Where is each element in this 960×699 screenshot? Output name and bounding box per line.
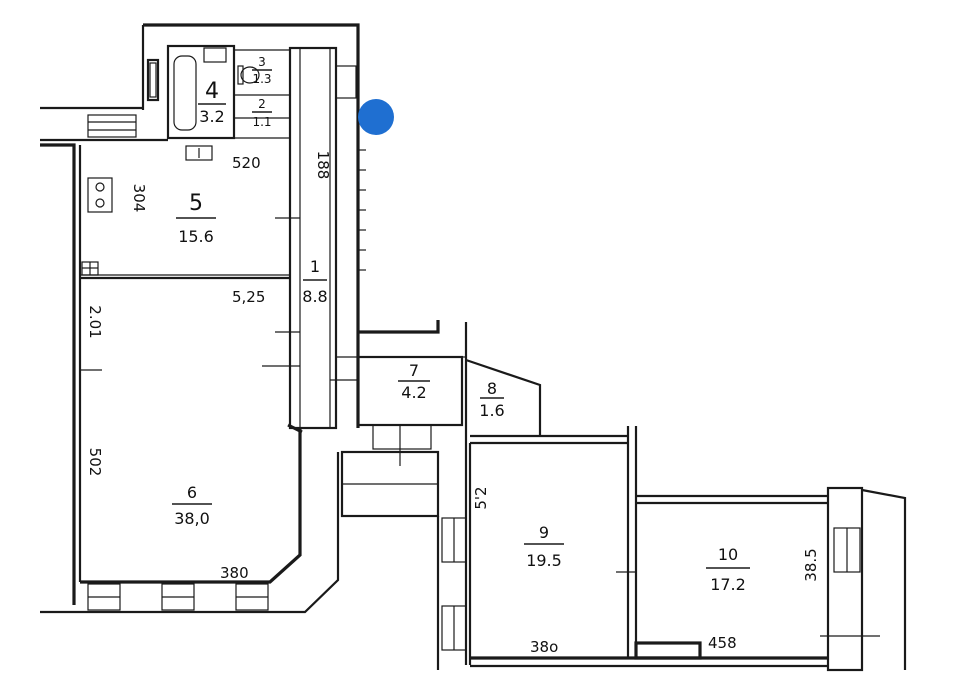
room-number: 10	[718, 545, 738, 564]
room-number: 4	[205, 79, 219, 104]
room-area: 1.3	[252, 72, 271, 86]
room-area: 19.5	[526, 551, 562, 570]
dimension-label: 502	[86, 448, 104, 477]
room-area: 3.2	[199, 107, 224, 126]
room-label-5: 5 15.6	[176, 191, 216, 246]
dimension-label: 458	[708, 634, 737, 652]
room-area: 15.6	[178, 227, 214, 246]
dimension-label: 5,25	[232, 288, 265, 306]
room-label-8: 8 1.6	[479, 379, 504, 420]
room-number: 6	[187, 483, 197, 502]
room-number: 1	[310, 257, 320, 276]
room-area: 8.8	[302, 287, 327, 306]
room-area: 4.2	[401, 383, 426, 402]
dimension-label: 38o	[530, 638, 558, 656]
room-label-7: 7 4.2	[398, 361, 430, 402]
room-area: 1.6	[479, 401, 504, 420]
room-area: 38,0	[174, 509, 210, 528]
room-number: 3	[258, 55, 266, 69]
room-area: 1.1	[252, 115, 271, 129]
dimension-label: 188	[314, 151, 332, 180]
room-number: 9	[539, 523, 549, 542]
room-label-3: 3 1.3	[252, 55, 272, 86]
room-label-1: 1 8.8	[302, 257, 327, 306]
room-label-9: 9 19.5	[524, 523, 564, 570]
room-area: 17.2	[710, 575, 746, 594]
room-number: 8	[487, 379, 497, 398]
dimension-label: 5'2	[472, 486, 490, 509]
room-label-4: 4 3.2	[198, 79, 226, 126]
dimension-label: 38.5	[802, 548, 820, 581]
dimension-label: 520	[232, 154, 261, 172]
middle-block-walls	[336, 320, 542, 670]
room-number: 7	[409, 361, 419, 380]
room-number: 5	[189, 191, 203, 216]
dimension-label: 380	[220, 564, 249, 582]
room-label-10: 10 17.2	[706, 545, 750, 594]
room-label-2: 2 1.1	[252, 97, 272, 129]
room-number: 2	[258, 97, 266, 111]
room-label-6: 6 38,0	[172, 483, 212, 528]
right-block-walls	[468, 426, 907, 672]
blue-marker	[358, 99, 394, 135]
dimension-label: 2.01	[86, 305, 104, 338]
dimension-label: 304	[130, 184, 148, 213]
left-block-walls	[40, 23, 366, 614]
